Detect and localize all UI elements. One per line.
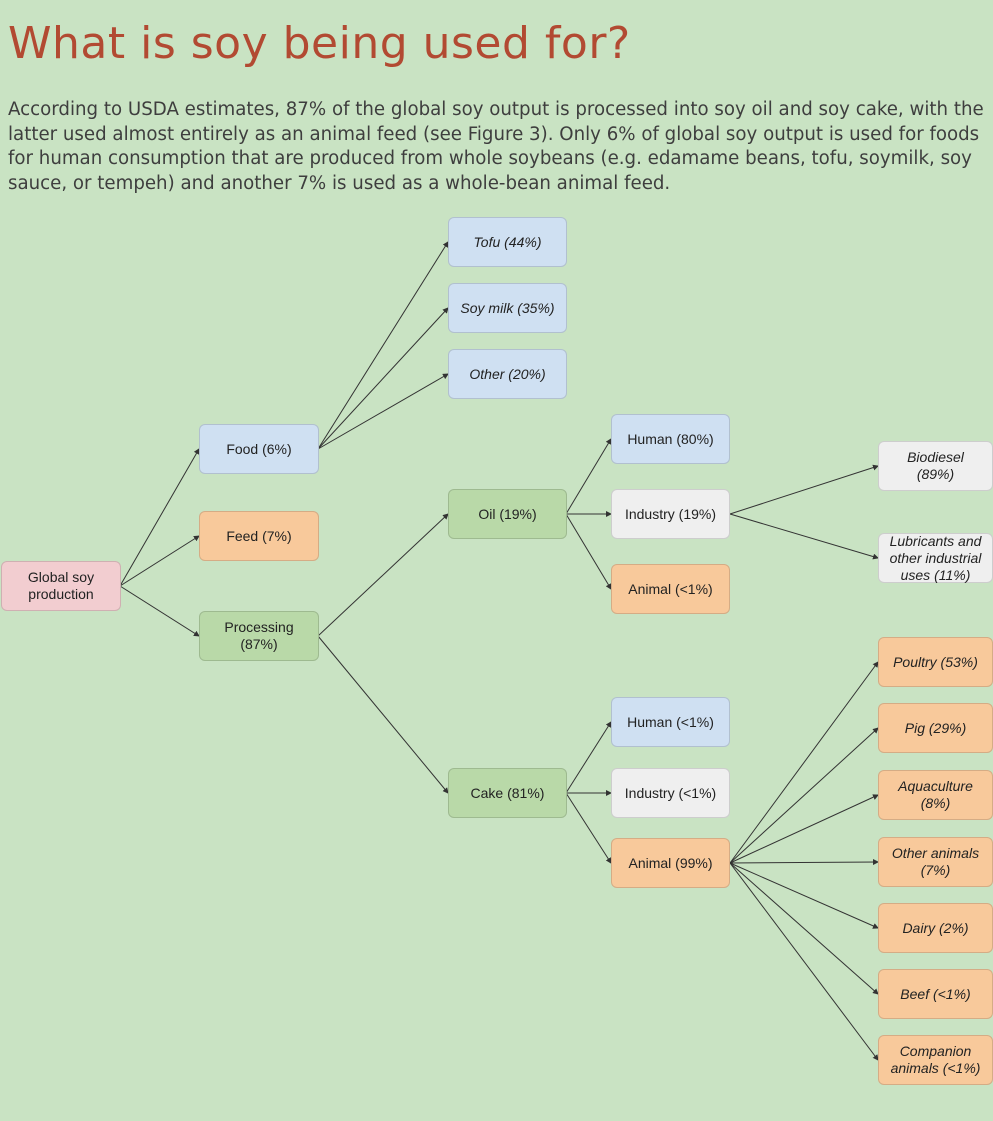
edge-global-processing [119,585,200,637]
node-lubricants: Lubricants and other industrial uses (11… [878,533,993,583]
node-oil-animal: Animal (<1%) [611,564,730,614]
node-soy-milk: Soy milk (35%) [448,283,567,333]
node-cake: Cake (81%) [448,768,567,818]
edge-animal-aquaculture [729,794,879,864]
edge-food-soymilk [317,307,449,450]
node-feed: Feed (7%) [199,511,319,561]
edge-industry-biodiesel [729,464,879,515]
edge-animal-poultry [729,661,879,864]
intro-paragraph: According to USDA estimates, 87% of the … [8,99,984,194]
node-beef: Beef (<1%) [878,969,993,1019]
edge-industry-lubricants [729,513,879,560]
edge-animal-companion [729,862,879,1061]
edge-animal-beef [729,862,879,995]
edge-global-food [119,448,200,587]
edge-oil-animal [565,513,612,590]
node-dairy: Dairy (2%) [878,903,993,953]
node-processing: Processing (87%) [199,611,319,661]
node-oil-industry: Industry (19%) [611,489,730,539]
node-poultry: Poultry (53%) [878,637,993,687]
node-other-animals: Other animals (7%) [878,837,993,887]
node-global-soy-production: Global soy production [1,561,121,611]
node-food-other: Other (20%) [448,349,567,399]
node-cake-animal: Animal (99%) [611,838,730,888]
node-aquaculture: Aquaculture (8%) [878,770,993,820]
node-cake-human: Human (<1%) [611,697,730,747]
node-biodiesel: Biodiesel (89%) [878,441,993,491]
edge-food-tofu [317,241,449,450]
edge-global-feed [119,535,200,587]
node-tofu: Tofu (44%) [448,217,567,267]
edge-oil-human [565,438,612,515]
edge-cake-human [565,721,612,794]
edge-animal-other [729,859,879,866]
node-cake-industry: Industry (<1%) [611,768,730,818]
edge-processing-cake [317,635,449,794]
node-companion-animals: Companion animals (<1%) [878,1035,993,1085]
edge-animal-pig [729,727,879,864]
node-oil: Oil (19%) [448,489,567,539]
edge-cake-animal [565,792,612,864]
node-oil-human: Human (80%) [611,414,730,464]
node-pig: Pig (29%) [878,703,993,753]
edge-animal-dairy [729,862,879,929]
page-title: What is soy being used for? [8,18,631,69]
edge-food-other [317,373,449,450]
node-food: Food (6%) [199,424,319,474]
edge-processing-oil [317,513,449,637]
